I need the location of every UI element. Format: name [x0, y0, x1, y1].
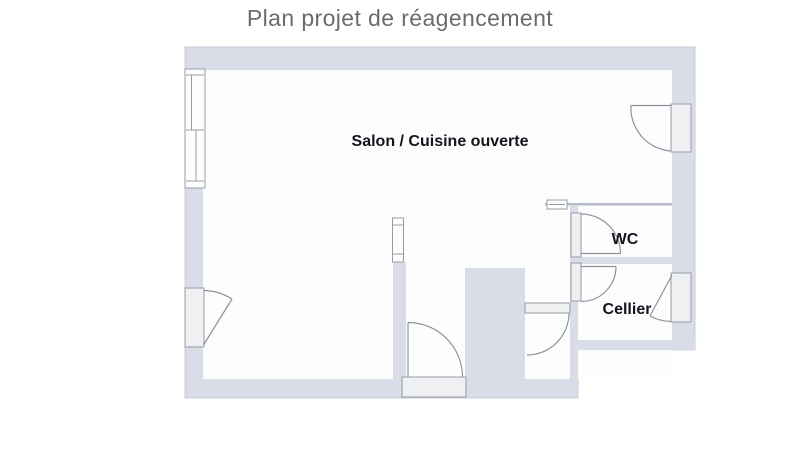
label-wc: WC	[612, 231, 639, 248]
window-left-sashes	[186, 74, 204, 182]
door-cellier-left-frame	[570, 262, 582, 302]
door-wc-swing-arc	[580, 213, 622, 254]
door-entry-right-top	[630, 103, 692, 153]
door-corridor-swing-arc	[526, 312, 570, 356]
door-bottom-frame	[401, 376, 467, 398]
door-salon-left-leaf	[202, 298, 233, 346]
cellier-south-wall	[570, 340, 695, 350]
door-bottom	[401, 321, 467, 398]
door-wc-frame	[570, 212, 582, 258]
door-entry-frame	[670, 103, 692, 153]
window-stub-frame	[392, 217, 404, 263]
door-cellier-right-frame	[670, 272, 692, 323]
room-labels: Salon / Cuisine ouverte WC Cellier	[352, 133, 652, 318]
window-wc-partition	[546, 199, 568, 210]
window-kitchen-stub	[392, 217, 404, 263]
page-title: Plan projet de réagencement	[246, 5, 554, 31]
center-wall-block	[465, 268, 525, 379]
window-stub-sashes	[392, 224, 404, 255]
door-wc	[570, 212, 622, 258]
door-salon-left-swing-arc	[203, 289, 233, 300]
door-cellier-left-swing-arc	[580, 266, 617, 303]
kitchen-divider-wall	[393, 262, 406, 379]
window-left-frame	[184, 68, 206, 189]
door-corridor	[524, 302, 571, 356]
door-salon-left-frame	[184, 287, 205, 348]
door-cellier-right-swing-arc	[649, 315, 672, 323]
label-salon-cuisine: Salon / Cuisine ouverte	[352, 133, 529, 150]
door-corridor-leaf-rect	[524, 302, 571, 314]
label-cellier: Cellier	[603, 301, 652, 318]
door-cellier-right	[649, 272, 692, 323]
door-salon-left	[184, 287, 233, 348]
wc-cellier-divider-wall	[570, 257, 672, 264]
floor-area	[203, 70, 672, 379]
door-cellier-left	[570, 262, 617, 303]
door-cellier-right-leaf	[649, 274, 673, 317]
door-bottom-swing-arc	[407, 321, 464, 378]
door-entry-swing-arc	[630, 105, 672, 152]
window-left	[184, 68, 206, 189]
wc-north-partition	[545, 203, 672, 206]
